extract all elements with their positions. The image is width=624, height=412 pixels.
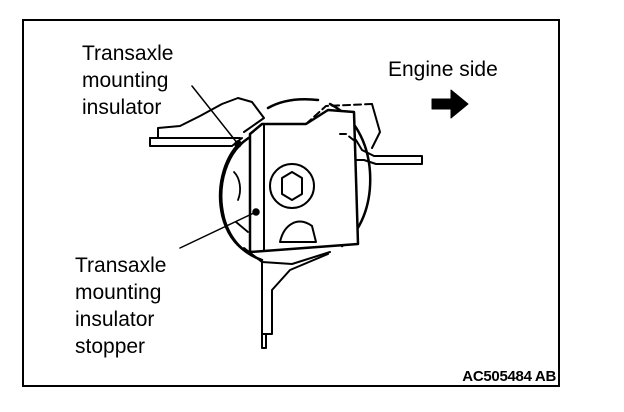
stopper-label: Transaxle mounting insulator stopper — [75, 254, 167, 358]
insulator-leader-dot — [234, 140, 242, 148]
leader-lines — [179, 85, 260, 249]
right-bracket-arm — [353, 103, 423, 165]
lower-bracket-leg — [243, 247, 331, 349]
engine-direction-arrow-icon — [431, 89, 469, 119]
engine-side-label: Engine side — [388, 58, 498, 81]
insulator-label: Transaxle mounting insulator — [82, 42, 174, 119]
figure-code: AC505484 AB — [462, 368, 556, 385]
bolt-icon — [269, 163, 315, 209]
stopper-leader-dot — [252, 208, 260, 216]
figure-frame — [22, 19, 560, 387]
insulator-leader-line — [191, 85, 239, 145]
stopper-leader-line — [179, 211, 257, 249]
